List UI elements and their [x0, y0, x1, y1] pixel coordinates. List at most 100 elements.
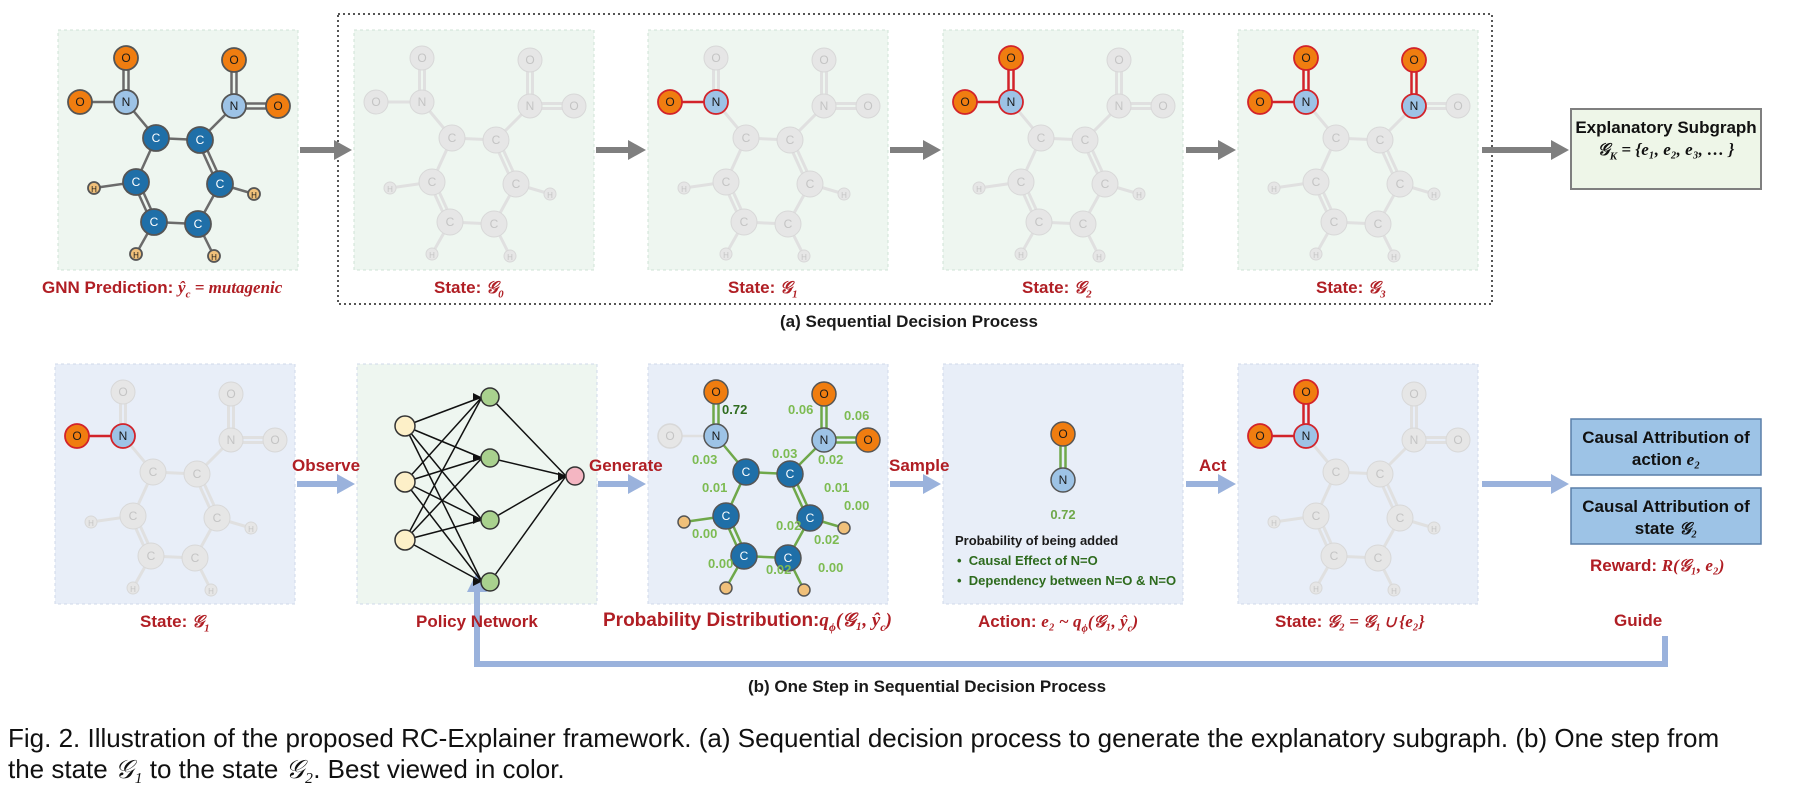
atom-n [1401, 427, 1427, 453]
causal-state-box [1570, 487, 1762, 545]
atom-label: O [665, 429, 674, 443]
atom-o [1293, 379, 1319, 405]
atom-label: N [712, 429, 721, 443]
nn-arrowhead [473, 578, 481, 586]
atom-label: C [129, 509, 138, 523]
arrow-generate-head [628, 474, 646, 494]
atom-label: N [1059, 473, 1068, 487]
atom-label: C [784, 217, 793, 231]
nn-edge [489, 475, 567, 583]
atom-h [1427, 187, 1441, 201]
atom-o [1050, 421, 1076, 447]
atom-o [517, 47, 543, 73]
atom-o [110, 379, 136, 405]
atom-label: N [820, 99, 829, 113]
atom-h [87, 181, 101, 195]
atom-label: O [273, 99, 282, 113]
guide-label: Guide [1614, 611, 1663, 630]
atom-label: C [806, 177, 815, 191]
reward-label: Reward: R(𝒢₁, e₂) [1590, 556, 1725, 575]
edge-probability: 0.00 [692, 526, 717, 541]
atom-label: C [806, 511, 815, 525]
atom-label: O [819, 53, 828, 67]
atom-h [797, 249, 811, 263]
atom-label: O [1158, 99, 1167, 113]
atom-label: C [1035, 215, 1044, 229]
atom-h [247, 187, 261, 201]
causal-attribution-state-box: Causal Attribution of state 𝒢₂ [1582, 497, 1750, 538]
atom-label: N [1115, 99, 1124, 113]
atom-o [1106, 47, 1132, 73]
nn-edge [404, 457, 483, 541]
atom-h [1309, 247, 1323, 261]
atom-h [1014, 247, 1028, 261]
atom-h [207, 249, 221, 263]
atom-h [84, 515, 98, 529]
arrow-act-head [1218, 474, 1236, 494]
edge-probability: 0.00 [818, 560, 843, 575]
atom-label: H [507, 253, 513, 262]
atom-label: H [133, 251, 139, 260]
atom-label: H [1431, 191, 1437, 200]
atom-label: H [841, 191, 847, 200]
atom-h [677, 515, 691, 529]
panel-a-1 [353, 29, 595, 271]
atom-n [1293, 423, 1319, 449]
atom-n [218, 427, 244, 453]
atom-c [122, 168, 150, 196]
nn-arrowhead [558, 472, 566, 480]
atom-h [677, 181, 691, 195]
section-b-title: (b) One Step in Sequential Decision Proc… [748, 677, 1107, 696]
atom-label: C [1081, 133, 1090, 147]
atom-c [1320, 208, 1348, 236]
atom-label: H [1136, 191, 1142, 200]
atom-h [1132, 187, 1146, 201]
atom-o [113, 45, 139, 71]
atom-o [1247, 89, 1273, 115]
atom-n [1401, 93, 1427, 119]
edge-probability: 0.00 [708, 556, 733, 571]
atom-label: C [152, 131, 161, 145]
atom-label: O [1409, 53, 1418, 67]
atom-label: C [191, 551, 200, 565]
arrow-a-4-head [1551, 140, 1569, 160]
atom-c [119, 502, 147, 530]
panel-a-4 [1237, 29, 1479, 271]
atom-label: C [194, 217, 203, 231]
edge-probability: 0.03 [772, 446, 797, 461]
state-g3-label: State: 𝒢3 [1316, 278, 1386, 301]
atom-label: H [130, 585, 136, 594]
sample-label: Sample [889, 456, 950, 475]
atom-label: C [722, 175, 731, 189]
atom-c [1386, 170, 1414, 198]
atom-c [181, 544, 209, 572]
atom-h [204, 583, 218, 597]
atom-n [703, 89, 729, 115]
atom-h [129, 247, 143, 261]
atom-label: C [147, 549, 156, 563]
atom-label: O [75, 95, 84, 109]
atom-label: C [512, 177, 521, 191]
atom-c [1322, 124, 1350, 152]
atom-o [1401, 381, 1427, 407]
atom-o [811, 381, 837, 407]
atom-h [126, 581, 140, 595]
atom-label: N [227, 433, 236, 447]
section-a-title: (a) Sequential Decision Process [780, 312, 1038, 331]
atom-o [262, 427, 288, 453]
nn-edge [404, 481, 483, 583]
atom-o [1150, 93, 1176, 119]
atom-c [732, 124, 760, 152]
atom-label: O [711, 385, 720, 399]
edge-probability: 0.72 [722, 402, 747, 417]
atom-c [1322, 458, 1350, 486]
atom-n [517, 93, 543, 119]
state-g2-label: State: 𝒢2 [1022, 278, 1092, 301]
atom-o [657, 89, 683, 115]
panel-a-0 [57, 29, 299, 271]
causal-action-box [1570, 418, 1762, 476]
atom-label: C [1332, 131, 1341, 145]
atom-c [1007, 168, 1035, 196]
state-g1-label: State: 𝒢1 [728, 278, 798, 301]
